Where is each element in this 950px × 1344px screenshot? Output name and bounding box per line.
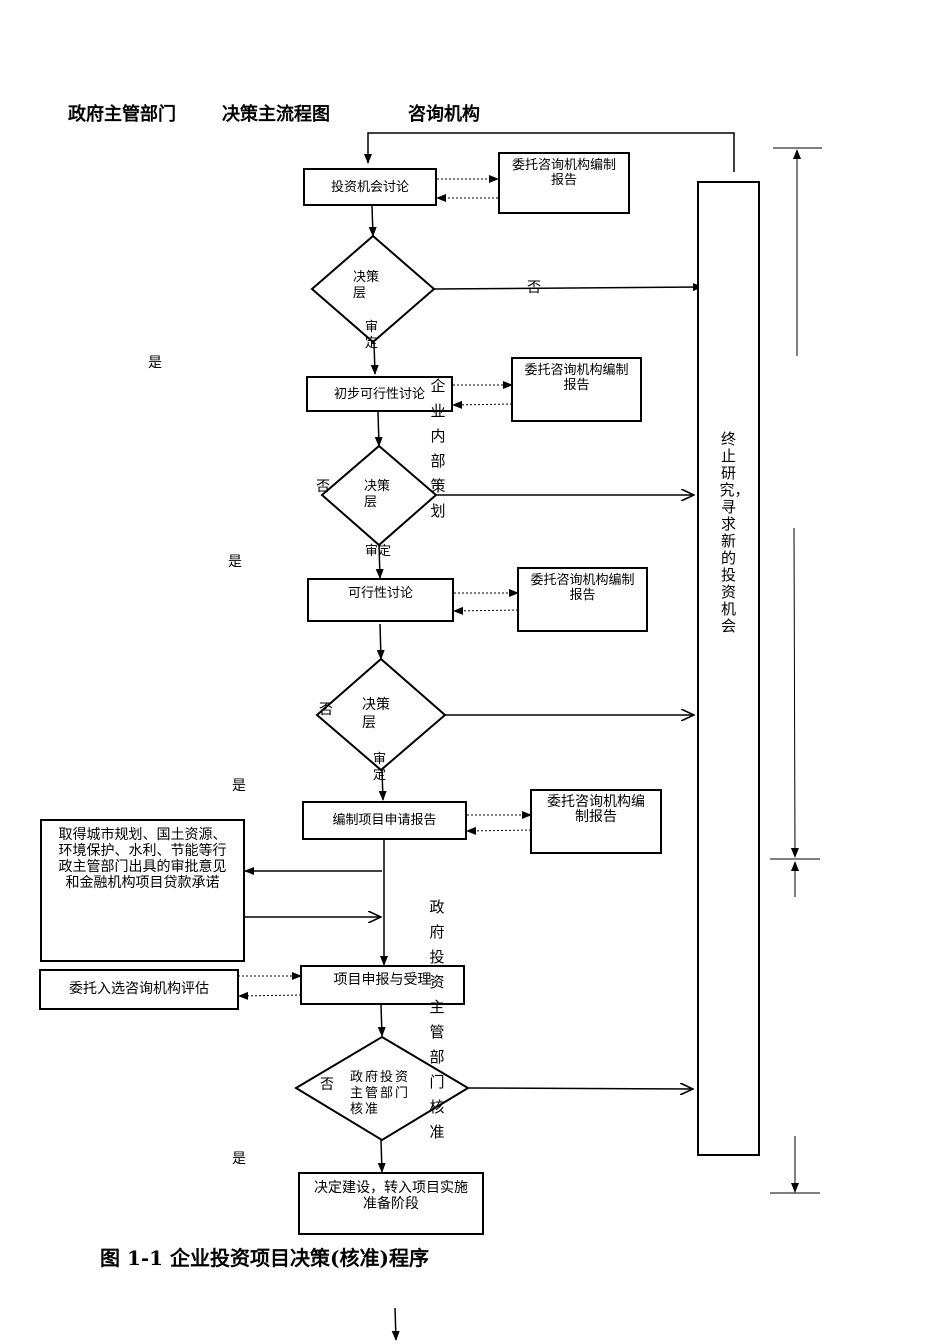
flow-arrow-8 (377, 1004, 386, 1037)
yes-label-1: 是 (148, 355, 162, 371)
decision-4-label: 政府投资主管部门核准 (350, 1070, 411, 1117)
header-consult-org: 咨询机构 (408, 104, 480, 125)
decision-diamond-2 (320, 444, 438, 547)
decision-diamond-1 (310, 234, 436, 344)
decision-3-tail: 审定 (373, 752, 387, 783)
feedback-loop-line (364, 132, 735, 172)
yes-label-4: 是 (232, 1151, 246, 1167)
flow-arrow-3 (374, 411, 383, 447)
flow-arrow-bottom (391, 1307, 400, 1341)
no-label-2: 否 (316, 479, 330, 495)
header-gov-dept: 政府主管部门 (68, 104, 176, 125)
flow-arrow-9 (377, 1139, 386, 1173)
no-label-4: 否 (320, 1077, 334, 1093)
decision-1-tail: 审定 (365, 320, 379, 351)
decision-diamond-3 (315, 657, 447, 772)
gov-dept-vertical-label: 政府投资主管部门核准 (429, 898, 445, 1141)
decision-diamond-4 (294, 1035, 470, 1142)
flow-arrow-1 (368, 205, 377, 237)
project-application-box: 编制项目申请报告 (302, 801, 467, 840)
decide-build-box: 决定建设，转入项目实施准备阶段 (298, 1172, 484, 1235)
figure-caption: 图 1-1 企业投资项目决策(核准)程序 (100, 1246, 429, 1270)
investment-discussion-box: 投资机会讨论 (303, 168, 437, 206)
approvals-box: 取得城市规划、国土资源、环境保护、水利、节能等行政主管部门出具的审批意见和金融机… (40, 819, 245, 962)
flow-arrow-6 (378, 769, 387, 801)
entrust-evaluation-box: 委托入选咨询机构评估 (39, 969, 239, 1010)
feasibility-box: 可行性讨论 (307, 578, 454, 622)
flow-arrow-2 (370, 341, 379, 375)
no-label-1: 否 (527, 280, 541, 296)
consult-report-box-2: 委托咨询机构编制报告 (511, 357, 642, 422)
prelim-feasibility-box: 初步可行性讨论 (306, 376, 453, 412)
consult-report-box-1: 委托咨询机构编制报告 (498, 152, 630, 214)
flow-arrow-5 (376, 623, 385, 660)
decision-3-label: 决策层 (362, 697, 390, 731)
consult-report-box-3: 委托咨询机构编制报告 (517, 567, 648, 632)
decision-2-tail: 审定 (365, 544, 392, 559)
header-main-flow: 决策主流程图 (222, 104, 330, 125)
terminate-research-label: 终止研究，寻求新的投资机会 (719, 430, 750, 635)
yes-label-3: 是 (232, 778, 246, 794)
no-arrow-1 (433, 283, 703, 292)
project-submission-box: 项目申报与受理 (300, 965, 465, 1005)
yes-label-2: 是 (228, 554, 242, 570)
decision-2-label: 决策层 (364, 479, 391, 510)
enterprise-planning-vertical-label: 企业内部策划 (430, 377, 446, 520)
decision-1-label: 决策层 (353, 270, 380, 301)
no-label-3: 否 (319, 702, 333, 718)
flow-arrow-4 (375, 544, 384, 579)
terminate-research-box: 终止研究，寻求新的投资机会 (697, 181, 760, 1156)
consult-report-box-4: 委托咨询机构编制报告 (530, 789, 662, 854)
no-arrow-4 (467, 1088, 693, 1089)
